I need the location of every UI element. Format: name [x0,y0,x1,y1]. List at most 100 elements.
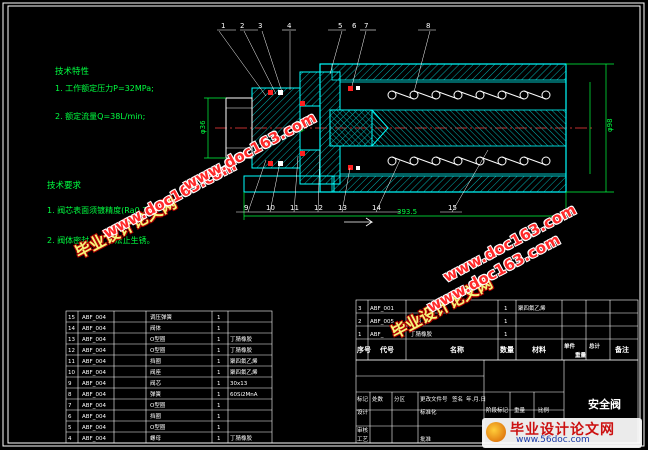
tech-perf-title: 技术特性 [55,66,90,77]
footer-logo-title: 毕业设计论文网 [510,422,615,438]
tech-notes: 技术特性 1. 工作额定压力P=32MPa; 2. 额定流量Q=38L/min;… [47,66,155,245]
parts-row-name: 挡圈 [150,412,162,420]
parts-row-no: 7 [68,403,72,409]
tech-req-title: 技术要求 [47,180,82,191]
inlet-pipe [243,175,335,193]
balloon-3: 3 [258,22,262,30]
handwheel [225,97,253,159]
balloon-2: 2 [240,22,244,30]
tb-check: 审核 [357,426,369,434]
dim-length [243,192,567,220]
tech-perf-line1: 1. 工作额定压力P=32MPa; [55,83,154,93]
dim-left-value: φ36 [199,120,207,134]
top-row-mat: 丁腈橡胶 [410,330,433,338]
tb-approve: 批准 [420,435,432,443]
balloon-5: 5 [338,22,342,30]
parts-row-name: 弹簧 [150,390,162,398]
footer-logo: 毕业设计论文网 www.56doc.com [482,418,642,448]
header-remark: 备注 [614,345,629,354]
parts-row-name: 挡圈 [150,357,162,365]
balloon-13: 13 [338,204,347,212]
spring-coils [387,90,551,166]
balloon-12: 12 [314,204,323,212]
parts-upper-rows: 3 ABF_001 1 聚四氟乙烯 2 ABF_005 手柄 1 1 ABF_ … [358,304,546,338]
body-wall-bottom [331,175,567,193]
logo-icon [486,422,506,442]
inner-frame [7,5,641,444]
flow-arrow [344,217,374,227]
top-row-qty: 1 [504,332,508,338]
balloon-6: 6 [352,22,357,30]
balloon-15: 15 [448,204,457,212]
parts-row-mat: 聚四氟乙烯 [230,368,258,376]
tb-design: 设计 [357,408,369,416]
parts-row-mat: 聚四氟乙烯 [230,357,258,365]
parts-list-upper [355,299,639,361]
parts-row-code: ABF_004 [82,414,106,420]
adjust-head [251,87,301,169]
parts-row-qty: 1 [217,425,221,431]
parts-row-mat: 丁腈橡胶 [230,335,253,343]
top-row-code: ABF_ [370,332,384,338]
parts-row-no: 5 [68,425,72,431]
parts-row-mat: 60Si2MnA [230,392,258,398]
parts-row-name: 阀座 [150,368,162,376]
tech-perf-line2: 2. 额定流量Q=38L/min; [55,111,145,121]
parts-row-no: 4 [68,436,72,442]
tb-std: 标准化 [420,408,437,416]
parts-row-qty: 1 [217,315,221,321]
tb-count: 处数 [372,395,384,403]
parts-row-code: ABF_004 [82,315,106,321]
dim-right [566,63,614,193]
parts-row-qty: 1 [217,370,221,376]
balloons: 1 2 3 4 5 7 8 9 10 11 12 13 14 15 6 [217,22,489,213]
header-no: 序号 [356,345,371,354]
top-row-no: 2 [358,319,362,325]
parts-row-name: 阀芯 [150,379,162,387]
top-row-code: ABF_001 [370,306,394,312]
tb-process: 工艺 [357,436,369,443]
parts-row-qty: 1 [217,348,221,354]
header-weight: 重量 [575,351,587,359]
parts-row-no: 14 [68,326,75,332]
parts-row-qty: 1 [217,403,221,409]
valve-assembly: φ98 φ36 φ26 393.5 [199,63,614,227]
parts-row-no: 13 [68,337,75,343]
parts-row-code: ABF_004 [82,436,106,442]
parts-row-qty: 1 [217,326,221,332]
tb-sign: 签名 [452,395,463,403]
header-name: 名称 [450,345,464,354]
header-mat: 材料 [531,345,546,354]
tb-stage: 阶段标记 [486,406,509,414]
parts-row-qty: 1 [217,381,221,387]
parts-header: 序号 代号 名称 数量 材料 单件 总计 重量 备注 [356,342,629,359]
parts-row-code: ABF_004 [82,392,106,398]
tech-req-line2: 2. 阀体密封..........法止生锈。 [47,235,155,245]
parts-row-qty: 1 [217,392,221,398]
balloon-11: 11 [290,204,299,212]
body-wall-top [331,63,567,81]
top-row-qty: 1 [504,306,508,312]
parts-row-mat: 丁腈橡胶 [230,434,253,442]
tb-zone: 分区 [394,395,406,403]
top-row-no: 1 [358,332,362,338]
parts-row-name: 调压弹簧 [150,313,173,321]
balloon-7: 7 [364,22,368,30]
parts-row-code: ABF_004 [82,326,106,332]
dim-length-value: 393.5 [397,208,417,216]
parts-row-name: O型圈 [150,423,166,431]
balloon-9: 9 [244,204,248,212]
parts-row-qty: 1 [217,436,221,442]
tb-change: 更改文件号 [420,395,448,403]
parts-row-qty: 1 [217,337,221,343]
poppet [329,109,389,147]
parts-row-no: 15 [68,315,75,321]
parts-row-mat: 30x13 [230,381,248,387]
parts-row-name: 螺母 [150,434,162,442]
top-row-qty: 1 [504,319,508,325]
parts-row-no: 10 [68,370,75,376]
parts-row-no: 6 [68,414,72,420]
parts-row-no: 11 [68,359,75,365]
